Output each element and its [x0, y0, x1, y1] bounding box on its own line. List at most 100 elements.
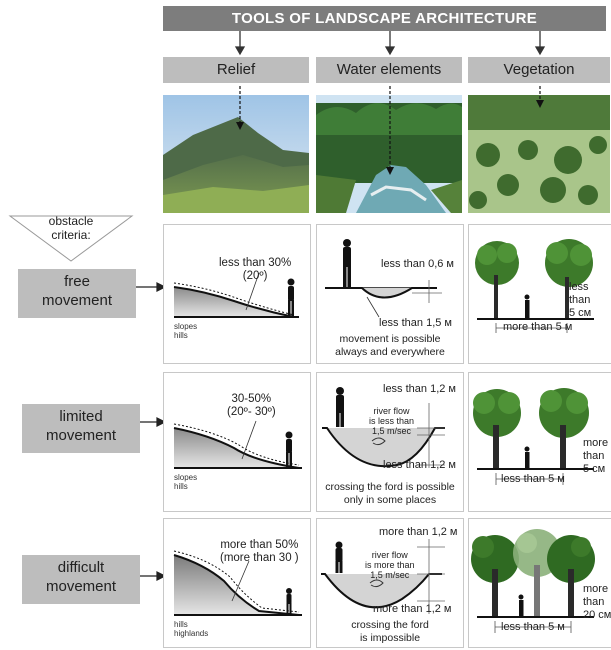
relief-cell-limited: 30-50% (20º- 30º) slopes hills — [163, 372, 311, 512]
row-label-difficult-line1: difficult — [57, 559, 105, 576]
row-label-arrows — [136, 282, 167, 581]
water-limited-flow-1: river flow — [373, 406, 410, 416]
water-limited-flow-3: 1,5 m/sec — [372, 426, 412, 436]
row-label-limited-line2: movement — [45, 427, 117, 444]
person-icon — [287, 278, 295, 316]
tree-icon — [547, 535, 595, 617]
veg-limited-side: more than 5 см — [583, 437, 608, 476]
water-cell-limited: less than 1,2 м river flow is less than … — [316, 372, 464, 512]
relief-cell-difficult: more than 50% (more than 30 ) hills high… — [163, 518, 311, 648]
relief-free-value-group: less than 30% (20º) — [219, 257, 291, 283]
person-icon — [524, 294, 530, 318]
water-free-caption-2: always and everywhere — [335, 346, 445, 358]
water-difficult-flow: river flow is more than 1,5 m/sec — [365, 550, 415, 580]
water-free-caption: movement is possible always and everywhe… — [317, 333, 463, 359]
relief-limited-terrain-2: hills — [174, 482, 188, 491]
criteria-triangle — [8, 215, 134, 262]
water-difficult-top: more than 1,2 м — [379, 526, 458, 538]
relief-difficult-angle: (more than 30 ) — [220, 552, 299, 564]
row-label-limited-line1: limited — [59, 408, 103, 425]
banner-arrows — [234, 31, 546, 56]
veg-difficult-side-2: than — [583, 596, 605, 608]
person-icon — [285, 431, 293, 467]
relief-difficult-terrain: hills highlands — [174, 620, 208, 638]
vegetation-cell-free: more than 5 м less than 5 см — [468, 224, 611, 364]
water-limited-top: less than 1,2 м — [383, 383, 456, 395]
water-cell-free: less than 0,6 м less than 1,5 м movement… — [316, 224, 464, 364]
relief-cell-free: less than 30% (20º) slopes hills — [163, 224, 311, 364]
relief-difficult-terrain-1: hills — [174, 620, 188, 629]
criteria-label: obstacle criteria: — [48, 214, 94, 242]
relief-free-terrain-2: hills — [174, 331, 188, 340]
veg-free-side-3: 5 см — [569, 307, 592, 319]
tree-icon — [545, 239, 593, 319]
water-free-caption-1: movement is possible — [339, 333, 441, 345]
relief-free-value: less than 30% — [219, 257, 292, 269]
vegetation-photo — [468, 95, 610, 213]
vegetation-cell-limited: less than 5 м more than 5 см — [468, 372, 611, 512]
veg-limited-side-2: than — [583, 450, 605, 462]
veg-difficult-side-3: 20 см — [583, 609, 611, 621]
water-limited-caption: crossing the ford is possible only in so… — [317, 481, 463, 507]
water-limited-caption-2: only in some places — [343, 494, 437, 506]
relief-free-terrain: slopes hills — [174, 322, 197, 340]
veg-difficult-side-1: more — [583, 583, 609, 595]
row-label-limited: limited movement — [22, 404, 140, 453]
relief-limited-value-group: 30-50% (20º- 30º) — [227, 393, 276, 419]
column-header-water: Water elements — [316, 57, 462, 83]
relief-limited-angle: (20º- 30º) — [227, 406, 276, 418]
water-free-top: less than 0,6 м — [381, 258, 454, 270]
water-difficult-bottom: more than 1,2 м — [373, 603, 452, 615]
vegetation-cell-difficult: less than 5 м more than 20 см — [468, 518, 611, 648]
person-icon — [524, 446, 530, 468]
relief-difficult-value-group: more than 50% (more than 30 ) — [220, 539, 299, 565]
photo-dashed-arrows — [236, 86, 544, 175]
water-cell-difficult: more than 1,2 м river flow is more than … — [316, 518, 464, 648]
flow-swirl-icon — [369, 579, 384, 588]
row-label-difficult-line2: movement — [45, 578, 117, 595]
veg-free-side-1: less — [569, 281, 589, 293]
relief-difficult-value: more than 50% — [220, 539, 299, 551]
relief-limited-value: 30-50% — [231, 393, 272, 405]
veg-free-spacing: more than 5 м — [503, 321, 573, 333]
column-header-vegetation: Vegetation — [468, 57, 610, 83]
relief-free-terrain-1: slopes — [174, 322, 198, 331]
row-label-free-line2: movement — [41, 292, 113, 309]
relief-difficult-terrain-2: highlands — [174, 629, 209, 638]
veg-difficult-spacing: less than 5 м — [501, 621, 565, 633]
water-difficult-caption-1: crossing the ford — [351, 619, 429, 631]
water-limited-bottom: less than 1,2 м — [383, 459, 456, 471]
person-icon — [286, 588, 292, 614]
relief-free-angle: (20º) — [242, 270, 268, 282]
person-icon — [518, 594, 524, 616]
person-icon — [343, 239, 351, 287]
tree-icon — [539, 388, 589, 469]
veg-difficult-side: more than 20 см — [583, 583, 611, 622]
column-header-relief: Relief — [163, 57, 309, 83]
row-label-free-line1: free — [64, 273, 90, 290]
water-difficult-flow-3: 1,5 m/sec — [370, 570, 410, 580]
tree-icon — [473, 389, 521, 469]
water-limited-flow: river flow is less than 1,5 m/sec — [369, 406, 414, 436]
veg-free-side-2: than — [569, 294, 591, 306]
person-icon — [335, 541, 343, 573]
water-free-bottom: less than 1,5 м — [379, 317, 452, 329]
diagram-title: TOOLS OF LANDSCAPE ARCHITECTURE — [163, 6, 606, 31]
person-icon — [336, 387, 344, 427]
relief-limited-terrain: slopes hills — [174, 473, 197, 491]
water-difficult-caption-2: is impossible — [359, 632, 421, 644]
water-difficult-caption: crossing the ford is impossible — [317, 619, 463, 645]
row-label-free: free movement — [18, 269, 136, 318]
relief-limited-terrain-1: slopes — [174, 473, 198, 482]
relief-photo — [163, 95, 309, 213]
tree-icon — [475, 241, 519, 319]
veg-limited-side-1: more — [583, 437, 609, 449]
row-label-difficult: difficult movement — [22, 555, 140, 604]
veg-free-side: less than 5 см — [569, 281, 591, 320]
water-limited-flow-2: is less than — [369, 416, 415, 426]
tree-icon — [471, 535, 519, 617]
veg-limited-side-3: 5 см — [583, 463, 606, 475]
water-difficult-flow-2: is more than — [365, 560, 415, 570]
flow-swirl-icon — [371, 437, 386, 446]
water-limited-caption-1: crossing the ford is possible — [325, 481, 455, 493]
